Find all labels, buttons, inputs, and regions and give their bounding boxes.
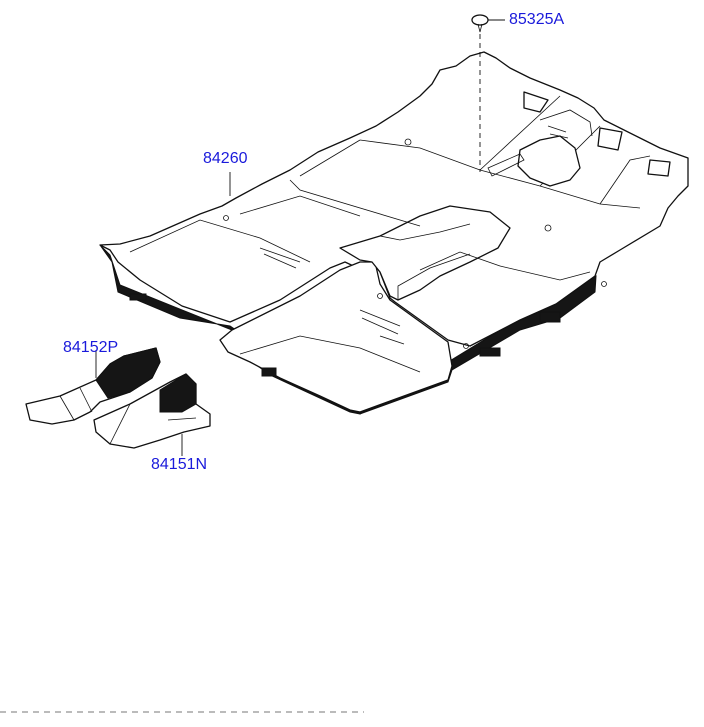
clip-85325A[interactable]	[471, 14, 505, 172]
carpet-piece-84152P[interactable]	[25, 347, 161, 425]
part-number-label-84151N[interactable]: 84151N	[151, 456, 208, 473]
part-number-label-85325A[interactable]: 85325A	[509, 11, 565, 28]
floor-carpet-84260[interactable]	[99, 51, 689, 415]
part-number-label-84260[interactable]: 84260	[203, 150, 248, 167]
carpet-piece-84151N[interactable]	[93, 373, 211, 456]
part-number-label-84152P[interactable]: 84152P	[63, 339, 119, 356]
